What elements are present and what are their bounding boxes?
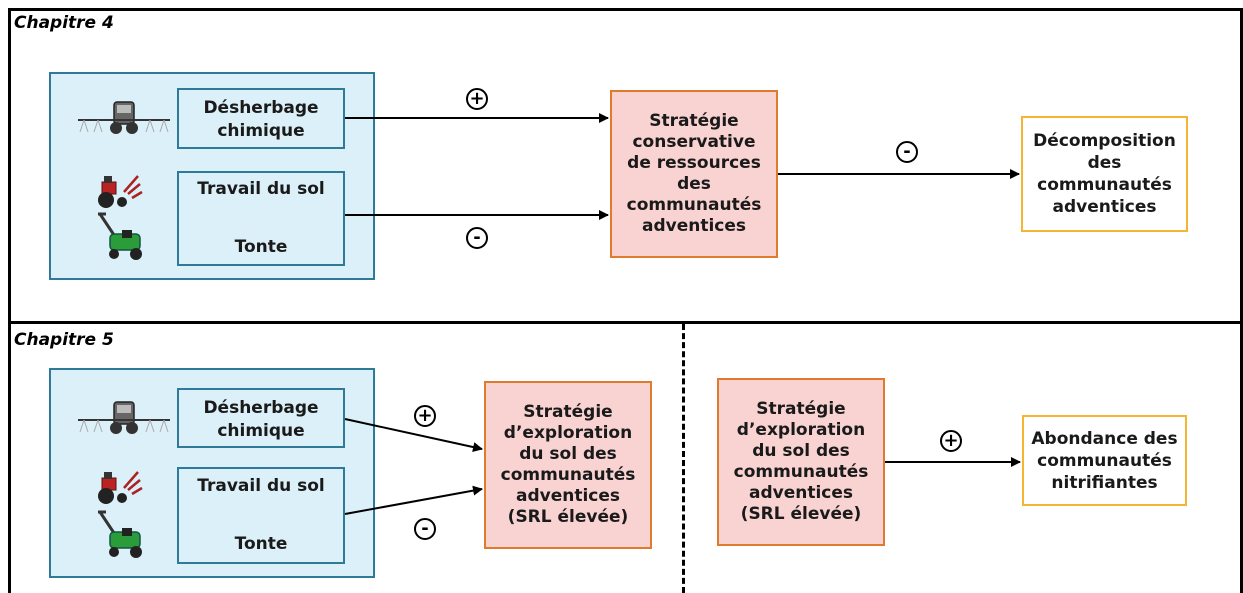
ch5-tillage-arrow — [344, 485, 483, 515]
ch5-herbicide-box: Désherbage chimique — [177, 388, 345, 448]
ch4-strategy-box: Stratégie conservative de ressources des… — [610, 90, 778, 258]
ch5-strategy-left-line3: du sol des — [519, 444, 617, 464]
lawn-mower-icon — [98, 510, 142, 558]
ch5-strategy-left-line2: d’exploration — [503, 423, 633, 443]
chapter5-title: Chapitre 5 — [14, 330, 114, 350]
ch4-output-line3: communautés — [1037, 175, 1172, 195]
ch4-strategy-line4: des — [677, 174, 711, 194]
ch4-tillage-line3: Tonte — [234, 237, 288, 257]
ch4-strategy-line3: de ressources — [627, 153, 761, 173]
ch4-output-line2: des — [1087, 153, 1122, 173]
ch5-herbicide-line2: chimique — [217, 421, 305, 441]
ch4-herbicide-line1: Désherbage — [203, 98, 319, 118]
ch4-strategy-line1: Stratégie — [649, 111, 739, 131]
ch5-strategy-left-box: Stratégie d’exploration du sol des commu… — [484, 381, 652, 549]
ch4-output-line1: Décomposition — [1033, 131, 1176, 151]
ch5-output-line3: nitrifiantes — [1051, 472, 1158, 493]
sprayer-icon — [78, 101, 170, 134]
ch5-strategy-left-line5: adventices — [515, 486, 621, 506]
ch4-tillage-box: Travail du sol Tonte — [177, 171, 345, 266]
tractor-tiller-icon — [98, 471, 143, 504]
ch5-tillage-line3: Tonte — [234, 534, 288, 554]
ch5-output-line1: Abondance des — [1031, 428, 1178, 449]
ch5-tillage-box: Travail du sol Tonte — [177, 467, 345, 564]
ch5-strategy-right-line4: communautés — [733, 462, 869, 482]
ch5-strategy-right-line5: adventices — [748, 483, 854, 503]
ch5-strategy-right-line3: du sol des — [752, 441, 850, 461]
ch5-strategy-right-line2: d’exploration — [736, 420, 866, 440]
lawn-mower-icon — [98, 212, 142, 260]
chapter4-title: Chapitre 4 — [14, 13, 114, 33]
ch5-herbicide-sign: + — [414, 405, 436, 427]
ch5-strategy-right-line1: Stratégie — [756, 399, 846, 419]
ch5-output-sign: + — [940, 430, 962, 452]
ch5-strategy-left-line6: (SRL élevée) — [507, 507, 629, 527]
ch4-output-line4: adventices — [1052, 197, 1157, 217]
ch5-strategy-left-line4: communautés — [500, 465, 636, 485]
ch5-strategy-right-box: Stratégie d’exploration du sol des commu… — [717, 378, 885, 546]
ch5-herbicide-arrow — [344, 418, 483, 452]
ch5-tillage-sign: - — [414, 518, 436, 540]
ch5-output-line2: communautés — [1037, 450, 1172, 471]
ch5-strategy-left-line1: Stratégie — [523, 402, 613, 422]
ch4-strategy-line2: conservative — [632, 132, 756, 152]
tractor-tiller-icon — [98, 175, 143, 208]
ch4-tillage-line1: Travail du sol — [197, 179, 325, 199]
chapter5-divider — [682, 324, 685, 593]
ch5-herbicide-line1: Désherbage — [203, 398, 319, 418]
ch4-output-box: Décomposition des communautés adventices — [1021, 116, 1188, 232]
ch4-tillage-sign: - — [466, 227, 488, 249]
ch4-strategy-line5: communautés — [626, 195, 762, 215]
ch4-strategy-line6: adventices — [641, 216, 747, 236]
ch5-tillage-line1: Travail du sol — [197, 476, 325, 496]
ch4-herbicide-line2: chimique — [217, 121, 305, 141]
sprayer-icon — [78, 401, 170, 434]
ch5-strategy-right-line6: (SRL élevée) — [740, 504, 862, 524]
ch4-herbicide-box: Désherbage chimique — [177, 88, 345, 149]
ch4-output-sign: - — [896, 141, 918, 163]
chapter5-frame — [8, 321, 1243, 593]
ch4-herbicide-sign: + — [466, 88, 488, 110]
ch5-output-box: Abondance des communautés nitrifiantes — [1022, 415, 1187, 506]
